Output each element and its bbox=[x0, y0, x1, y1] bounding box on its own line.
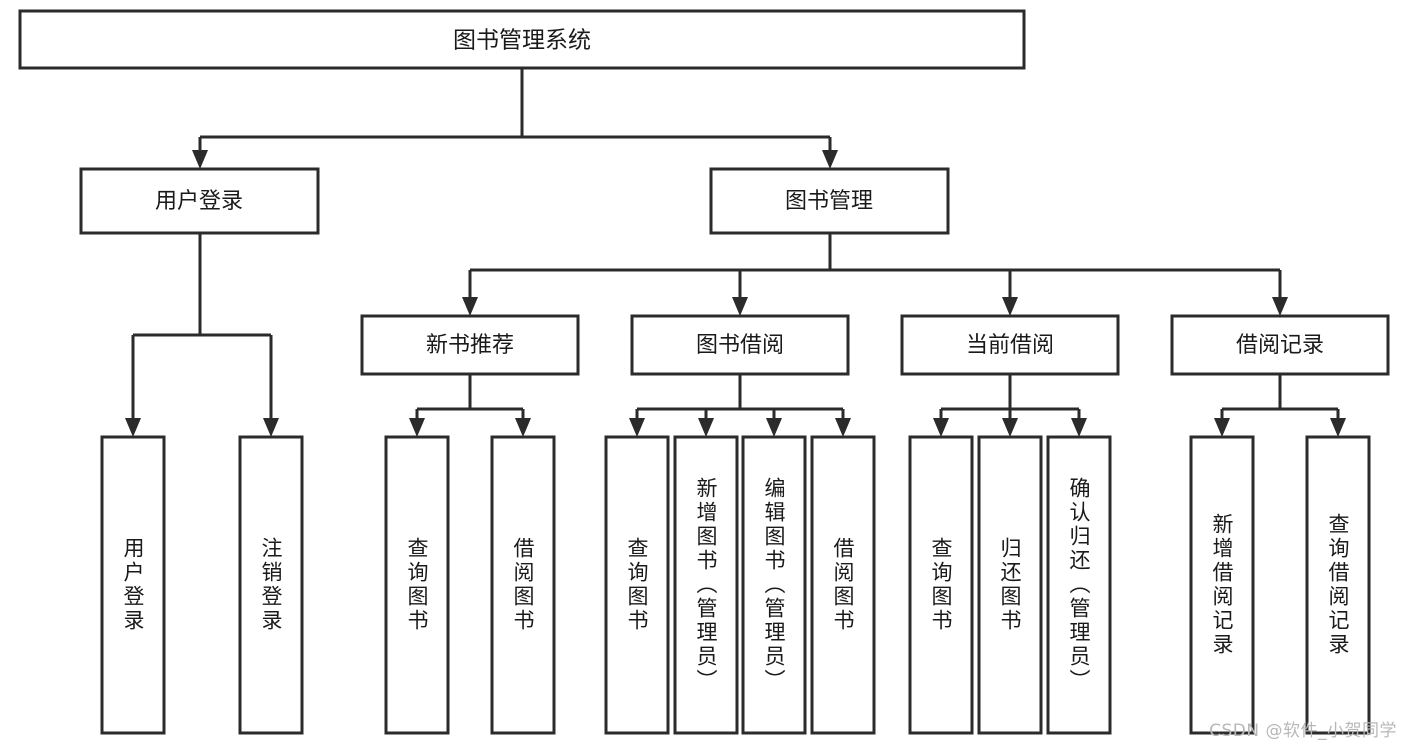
leaf-borrow-record-2[interactable]: 查询借阅记录 bbox=[1305, 435, 1371, 735]
node-new-book-box[interactable] bbox=[360, 314, 580, 376]
arrow-cb-l1 bbox=[933, 418, 949, 437]
leaf-book-borrow-2[interactable]: 新增图书（管理员） bbox=[673, 435, 739, 735]
leaf-book-borrow-3-label: 编辑图书（管理员） bbox=[762, 477, 786, 693]
leaf-user-login-1[interactable]: 用户登录 bbox=[100, 435, 166, 735]
leaf-borrow-record-1-box[interactable] bbox=[1189, 435, 1255, 735]
leaf-current-borrow-2-box[interactable] bbox=[977, 435, 1043, 735]
node-new-book-label: 新书推荐 bbox=[426, 333, 514, 358]
leaf-user-login-1-label: 用户登录 bbox=[121, 537, 145, 633]
watermark-text: CSDN @软件_小贺同学 bbox=[1209, 721, 1397, 741]
leaf-new-book-2-label: 借阅图书 bbox=[511, 537, 535, 633]
edge-group-book-borrow bbox=[629, 374, 851, 437]
leaf-user-login-2[interactable]: 注销登录 bbox=[238, 435, 304, 735]
leaf-new-book-1-box[interactable] bbox=[384, 435, 450, 735]
node-book-borrow[interactable]: 图书借阅 bbox=[630, 314, 850, 376]
leaf-current-borrow-1[interactable]: 查询图书 bbox=[908, 435, 974, 735]
leaf-borrow-record-1-label: 新增借阅记录 bbox=[1210, 513, 1234, 657]
arrow-ul-b2 bbox=[263, 418, 279, 437]
node-book-borrow-label: 图书借阅 bbox=[696, 333, 784, 358]
leaf-current-borrow-2[interactable]: 归还图书 bbox=[977, 435, 1043, 735]
leaf-new-book-2-box[interactable] bbox=[490, 435, 556, 735]
node-book-manage-label: 图书管理 bbox=[785, 189, 873, 214]
arrow-bm-c3 bbox=[1002, 297, 1018, 316]
leaf-current-borrow-2-label: 归还图书 bbox=[998, 537, 1022, 633]
node-root-label: 图书管理系统 bbox=[453, 28, 591, 54]
arrow-bm-c4 bbox=[1272, 297, 1288, 316]
node-current-borrow-label: 当前借阅 bbox=[966, 333, 1054, 358]
leaf-current-borrow-3-label: 确认归还（管理员） bbox=[1067, 477, 1091, 693]
node-borrow-record-box[interactable] bbox=[1170, 314, 1390, 376]
leaf-book-borrow-2-label: 新增图书（管理员） bbox=[694, 477, 718, 693]
node-root-box[interactable] bbox=[18, 9, 1026, 70]
node-borrow-record[interactable]: 借阅记录 bbox=[1170, 314, 1390, 376]
arrow-cb-l2 bbox=[1002, 418, 1018, 437]
edge-group-borrow-record bbox=[1214, 374, 1346, 437]
node-root[interactable]: 图书管理系统 bbox=[18, 9, 1026, 70]
arrow-bb-l1 bbox=[629, 418, 645, 437]
node-current-borrow[interactable]: 当前借阅 bbox=[900, 314, 1120, 376]
node-book-manage[interactable]: 图书管理 bbox=[709, 167, 950, 235]
leaf-book-borrow-1[interactable]: 查询图书 bbox=[604, 435, 670, 735]
edge-group-book-manage bbox=[462, 233, 1288, 316]
leaf-current-borrow-1-box[interactable] bbox=[908, 435, 974, 735]
arrow-root-to-user-login bbox=[192, 150, 208, 169]
arrow-bm-c1 bbox=[462, 297, 478, 316]
leaf-user-login-2-box[interactable] bbox=[238, 435, 304, 735]
leaf-new-book-2[interactable]: 借阅图书 bbox=[490, 435, 556, 735]
arrow-br-l1 bbox=[1214, 418, 1230, 437]
arrow-br-l2 bbox=[1330, 418, 1346, 437]
arrow-root-to-book-manage bbox=[822, 150, 838, 169]
node-current-borrow-box[interactable] bbox=[900, 314, 1120, 376]
arrow-cb-l3 bbox=[1071, 418, 1087, 437]
leaf-book-borrow-4-box[interactable] bbox=[810, 435, 876, 735]
leaf-borrow-record-2-label: 查询借阅记录 bbox=[1326, 513, 1350, 657]
arrow-nb-l2 bbox=[515, 418, 531, 437]
arrow-bm-c2 bbox=[732, 297, 748, 316]
leaf-new-book-1[interactable]: 查询图书 bbox=[384, 435, 450, 735]
edge-group-new-book bbox=[409, 374, 531, 437]
leaf-book-borrow-3[interactable]: 编辑图书（管理员） bbox=[741, 435, 807, 735]
leaf-borrow-record-1[interactable]: 新增借阅记录 bbox=[1189, 435, 1255, 735]
node-user-login-label: 用户登录 bbox=[155, 189, 243, 214]
node-user-login[interactable]: 用户登录 bbox=[79, 167, 320, 235]
leaf-book-borrow-2-box[interactable] bbox=[673, 435, 739, 735]
arrow-ul-b1 bbox=[125, 418, 141, 437]
leaf-user-login-2-label: 注销登录 bbox=[259, 537, 283, 633]
arrow-nb-l1 bbox=[409, 418, 425, 437]
node-borrow-record-label: 借阅记录 bbox=[1236, 333, 1324, 358]
arrow-bb-l4 bbox=[835, 418, 851, 437]
leaf-book-borrow-4[interactable]: 借阅图书 bbox=[810, 435, 876, 735]
leaf-current-borrow-3-box[interactable] bbox=[1046, 435, 1112, 735]
edge-group-current-borrow bbox=[933, 374, 1087, 437]
leaf-book-borrow-4-label: 借阅图书 bbox=[831, 537, 855, 633]
node-user-login-box[interactable] bbox=[79, 167, 320, 235]
leaf-book-borrow-3-box[interactable] bbox=[741, 435, 807, 735]
leaf-user-login-1-box[interactable] bbox=[100, 435, 166, 735]
leaf-current-borrow-1-label: 查询图书 bbox=[929, 537, 953, 633]
leaf-book-borrow-1-label: 查询图书 bbox=[625, 537, 649, 633]
node-new-book[interactable]: 新书推荐 bbox=[360, 314, 580, 376]
node-book-manage-box[interactable] bbox=[709, 167, 950, 235]
edge-group-user-login bbox=[125, 233, 279, 437]
arrow-bb-l2 bbox=[698, 418, 714, 437]
leaf-current-borrow-3[interactable]: 确认归还（管理员） bbox=[1046, 435, 1112, 735]
node-book-borrow-box[interactable] bbox=[630, 314, 850, 376]
edge-group-root bbox=[192, 68, 838, 169]
leaf-new-book-1-label: 查询图书 bbox=[405, 537, 429, 633]
leaf-book-borrow-1-box[interactable] bbox=[604, 435, 670, 735]
leaf-borrow-record-2-box[interactable] bbox=[1305, 435, 1371, 735]
arrow-bb-l3 bbox=[766, 418, 782, 437]
